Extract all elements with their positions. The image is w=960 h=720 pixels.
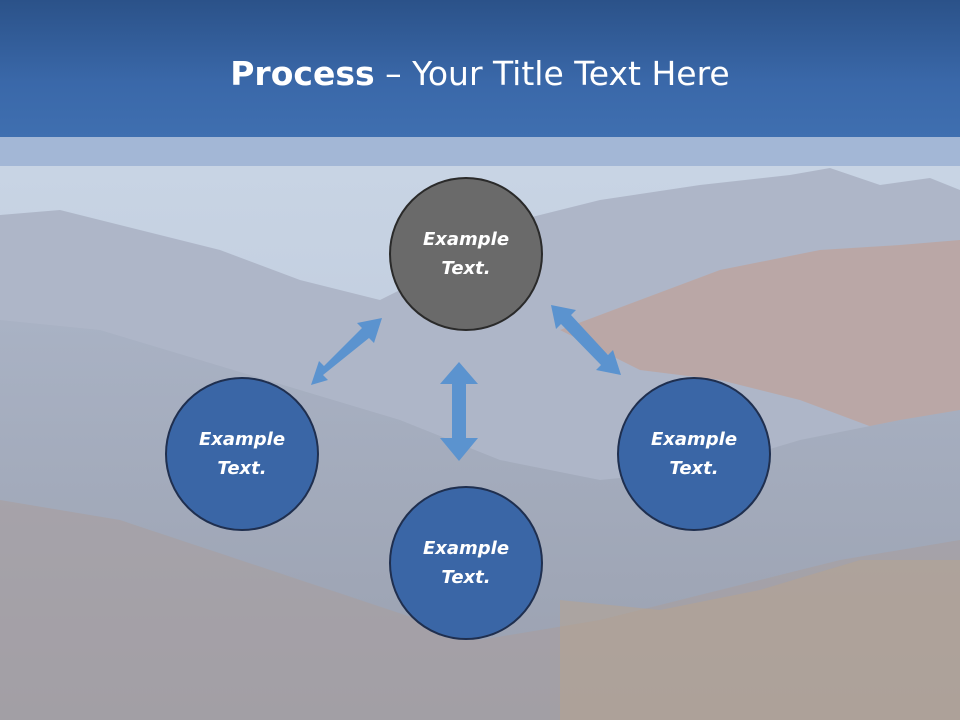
process-node-right[interactable]: Example Text. [617, 377, 771, 531]
title-rest-part: – Your Title Text Here [374, 54, 730, 93]
arrow-top-left [311, 318, 382, 385]
slide-title[interactable]: Process – Your Title Text Here [0, 52, 960, 96]
process-node-top[interactable]: Example Text. [389, 177, 543, 331]
title-bold-part: Process [230, 54, 375, 93]
arrow-vertical [440, 362, 478, 461]
node-label-left: Example Text. [198, 429, 286, 479]
arrow-top-right [551, 305, 621, 375]
node-label-bottom: Example Text. [422, 538, 510, 588]
accent-band [0, 137, 960, 166]
node-label-right: Example Text. [650, 429, 738, 479]
node-label-top: Example Text. [422, 229, 510, 279]
title-bar [0, 0, 960, 137]
process-node-left[interactable]: Example Text. [165, 377, 319, 531]
process-node-bottom[interactable]: Example Text. [389, 486, 543, 640]
